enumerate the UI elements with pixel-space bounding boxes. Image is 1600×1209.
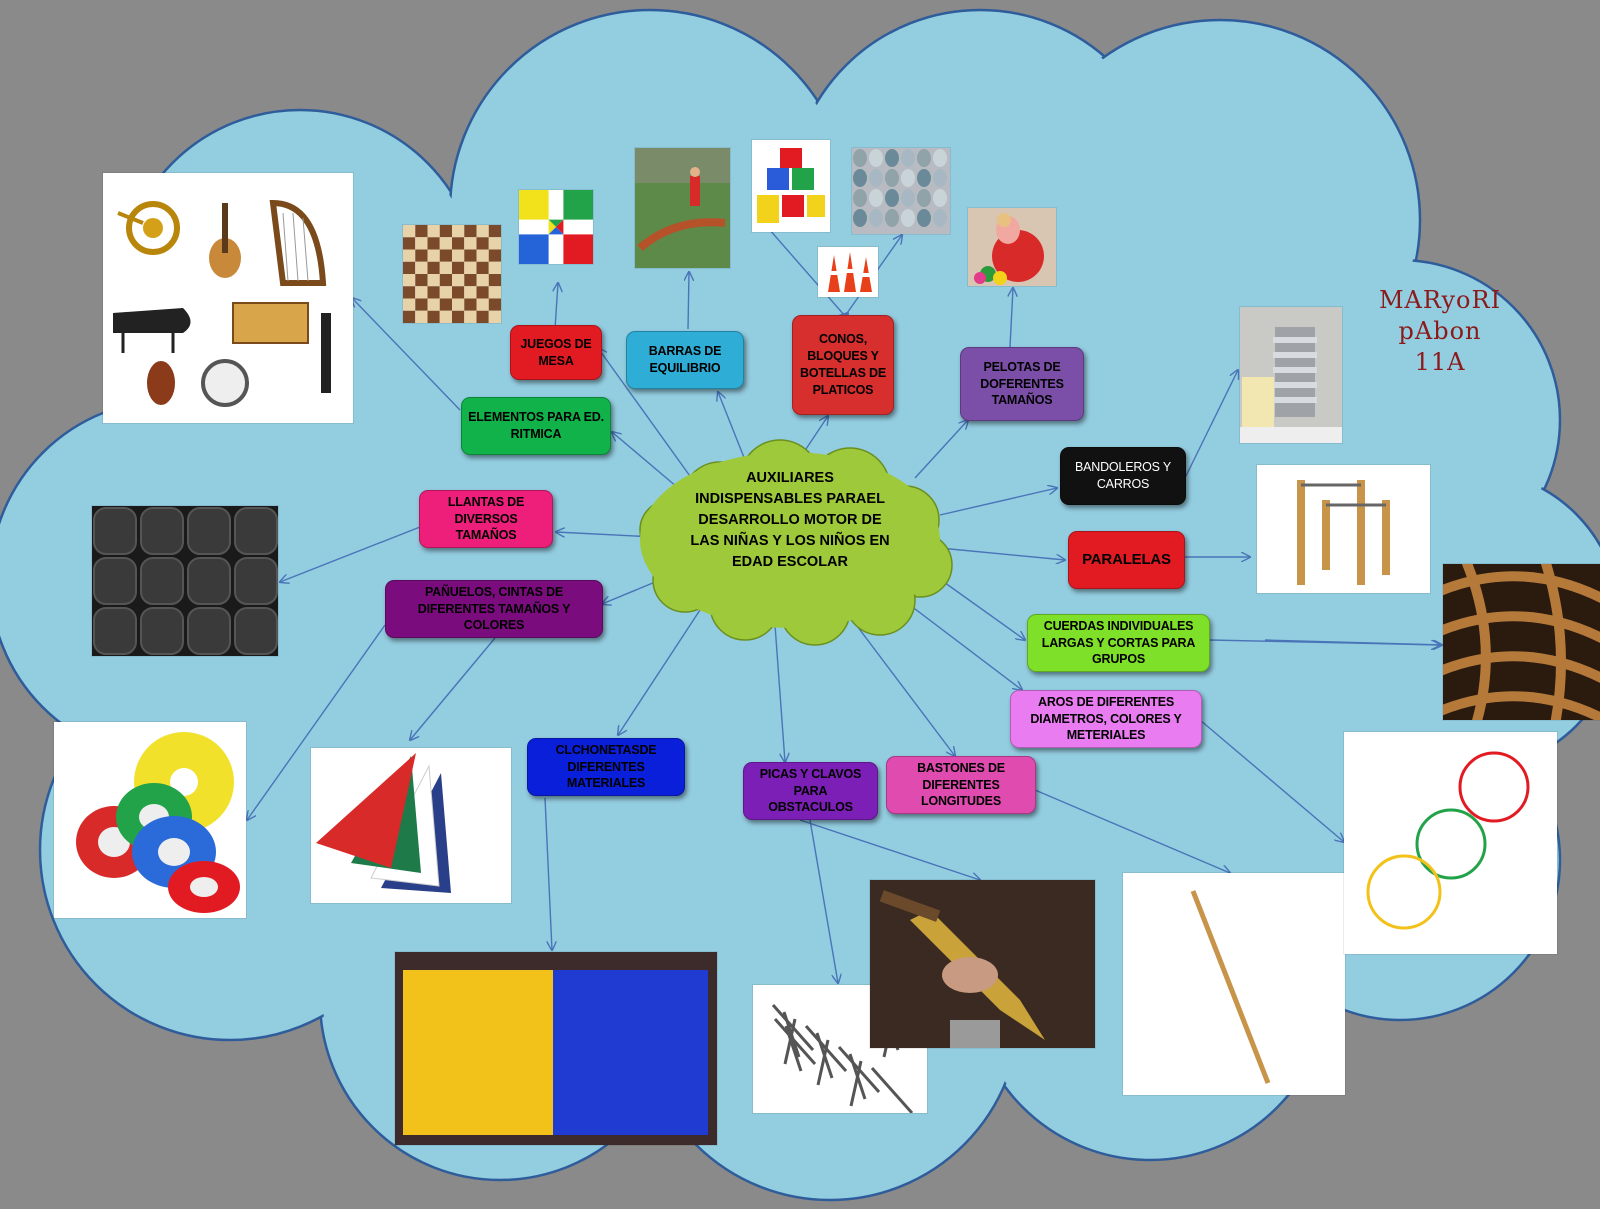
tires-photo — [92, 506, 278, 656]
rope-photo — [1443, 564, 1600, 720]
node-label: BARRAS DE EQUILIBRIO — [648, 344, 722, 375]
node-label: CUERDAS INDIVIDUALES LARGAS Y CORTAS PAR… — [1041, 618, 1196, 667]
node-bandoleros[interactable]: BANDOLEROS Y CARROS — [1060, 447, 1186, 505]
musical-instruments-icon — [103, 173, 353, 423]
hoops-icon — [1344, 732, 1557, 954]
node-label: PARALELAS — [1082, 550, 1171, 568]
node-aros[interactable]: AROS DE DIFERENTES DIAMETROS, COLORES Y … — [1010, 690, 1202, 748]
author-signature: MARyoRI pAbon 11A — [1340, 285, 1540, 379]
node-colchonetas[interactable]: CLCHONETASDE DIFERENTES MATERIALES — [527, 738, 685, 796]
node-llantas[interactable]: LLANTAS DE DIVERSOS TAMAÑOS — [419, 490, 553, 548]
tape-rolls-icon — [54, 722, 246, 918]
node-label: CLCHONETASDE DIFERENTES MATERIALES — [555, 742, 657, 791]
node-picas-clavos[interactable]: PICAS Y CLAVOS PARA OBSTACULOS — [743, 762, 878, 820]
ludo-board-icon — [519, 190, 593, 264]
stacked-cans-photo — [1240, 307, 1342, 443]
scarves-icon — [311, 748, 511, 903]
plastic-bottles-photo — [852, 148, 950, 234]
node-elementos-ritmica[interactable]: ELEMENTOS PARA ED. RITMICA — [461, 397, 611, 455]
node-barras-de-equilibrio[interactable]: BARRAS DE EQUILIBRIO — [626, 331, 744, 389]
traffic-cones-icon — [818, 247, 878, 297]
node-paralelas[interactable]: PARALELAS — [1068, 531, 1185, 589]
gym-mat-icon — [395, 952, 717, 1145]
balance-beam-photo — [635, 148, 730, 268]
node-label: PAÑUELOS, CINTAS DE DIFERENTES TAMAÑOS Y… — [417, 584, 571, 633]
node-pelotas[interactable]: PELOTAS DE DOFERENTES TAMAÑOS — [960, 347, 1084, 421]
node-bastones[interactable]: BASTONES DE DIFERENTES LONGITUDES — [886, 756, 1036, 814]
toy-blocks-icon — [752, 140, 830, 232]
node-conos-bloques[interactable]: CONOS, BLOQUES Y BOTELLAS DE PLATICOS — [792, 315, 894, 415]
pickaxe-photo — [870, 880, 1095, 1048]
author-class: 11A — [1414, 348, 1466, 377]
exercise-ball-photo — [968, 208, 1056, 286]
node-label: PICAS Y CLAVOS PARA OBSTACULOS — [759, 766, 862, 815]
node-panuelos[interactable]: PAÑUELOS, CINTAS DE DIFERENTES TAMAÑOS Y… — [385, 580, 603, 638]
wooden-stick-icon — [1123, 873, 1345, 1095]
node-label: BASTONES DE DIFERENTES LONGITUDES — [917, 760, 1005, 809]
node-label: JUEGOS DE MESA — [520, 336, 592, 368]
node-label: BANDOLEROS Y CARROS — [1074, 460, 1171, 491]
node-cuerdas[interactable]: CUERDAS INDIVIDUALES LARGAS Y CORTAS PAR… — [1027, 614, 1210, 672]
parallel-bars-icon — [1257, 465, 1430, 593]
author-name: MARyoRI pAbon — [1378, 286, 1502, 346]
node-label: LLANTAS DE DIVERSOS TAMAÑOS — [447, 494, 525, 543]
node-label: PELOTAS DE DOFERENTES TAMAÑOS — [980, 359, 1064, 408]
node-label: ELEMENTOS PARA ED. RITMICA — [468, 410, 604, 441]
node-label: CONOS, BLOQUES Y BOTELLAS DE PLATICOS — [800, 332, 886, 397]
central-topic: AUXILIARES INDISPENSABLES PARAEL DESARRO… — [690, 470, 890, 571]
node-juegos-de-mesa[interactable]: JUEGOS DE MESA — [510, 325, 602, 380]
node-label: AROS DE DIFERENTES DIAMETROS, COLORES Y … — [1030, 694, 1182, 743]
chessboard-icon — [403, 225, 501, 323]
connector-arrows — [247, 221, 1442, 983]
